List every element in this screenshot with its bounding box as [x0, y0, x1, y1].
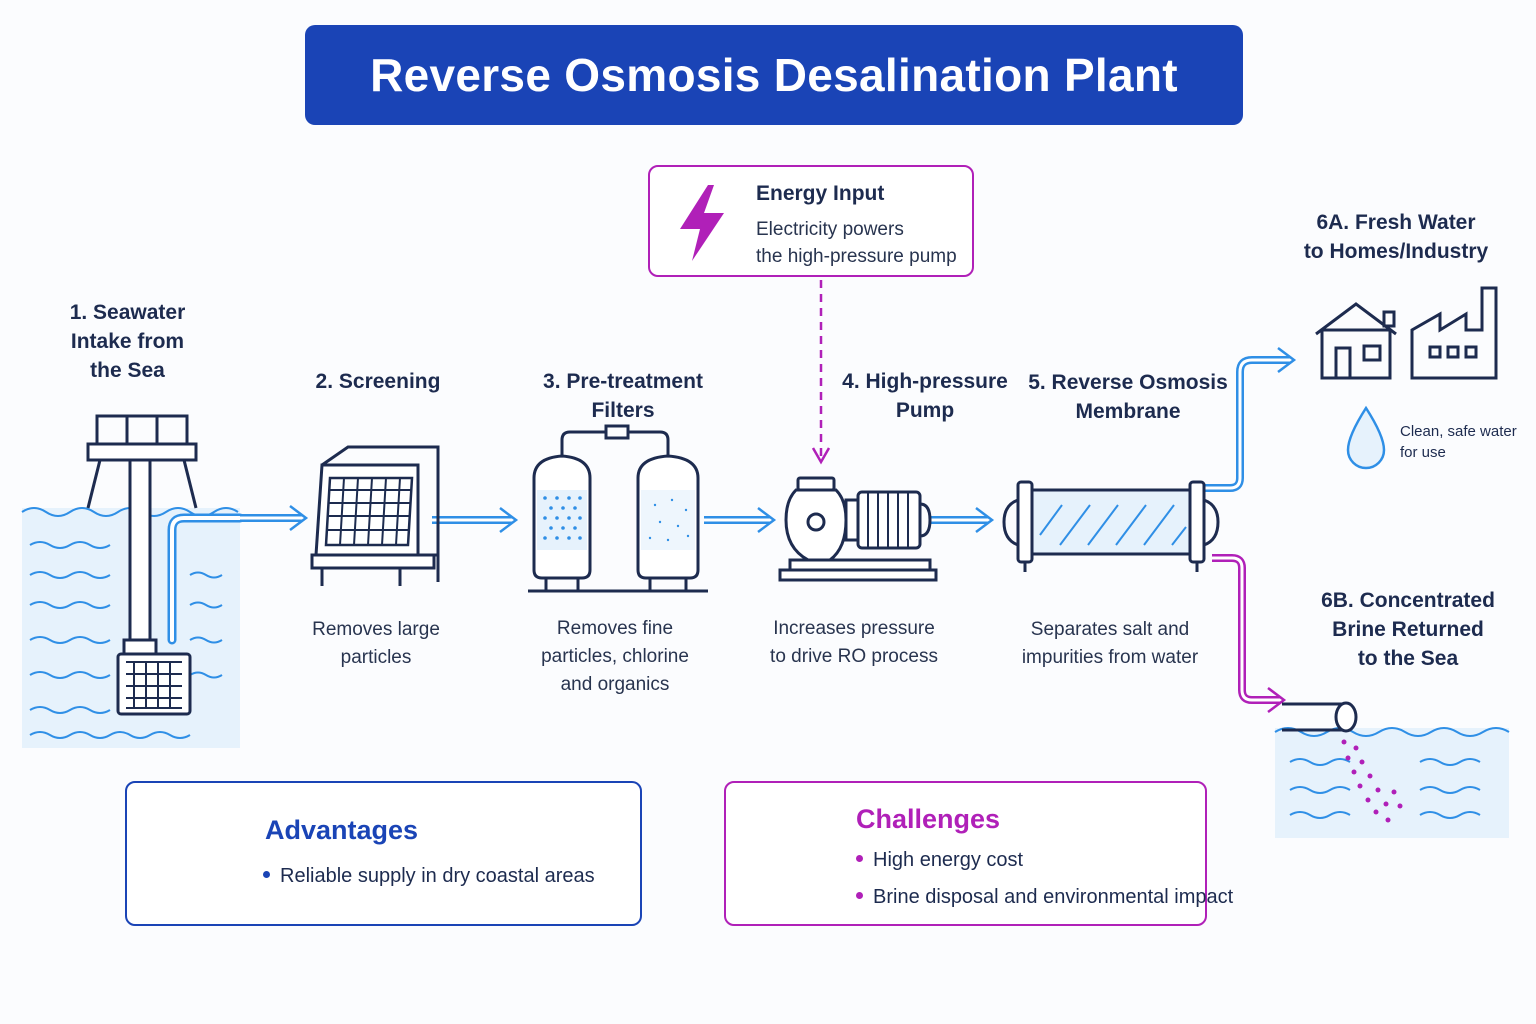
energy-dashed-arrow	[811, 280, 831, 465]
advantage-item-text: Reliable supply in dry coastal areas	[280, 865, 595, 887]
energy-description: Electricity powers the high-pressure pum…	[756, 219, 957, 267]
pretreatment-filters-icon	[528, 424, 708, 593]
step-6b-label: 6B. Concentrated Brine Returned to the S…	[1321, 589, 1495, 670]
challenge-item-text: Brine disposal and environmental impact	[873, 886, 1234, 908]
sea-waves-left	[21, 507, 239, 739]
fresh-water-note: Clean, safe water for use	[1400, 423, 1517, 461]
seawater-intake-illustration	[21, 414, 245, 748]
challenge-item: Brine disposal and environmental impact	[856, 886, 1233, 909]
ro-membrane-icon	[1002, 480, 1220, 572]
brine-outfall-illustration	[1274, 701, 1510, 838]
screening-icon	[310, 445, 440, 586]
step-2-label: 2. Screening	[315, 370, 441, 393]
advantage-item: Reliable supply in dry coastal areas	[263, 865, 595, 888]
step-5-label: 5. Reverse Osmosis Membrane	[1028, 371, 1228, 423]
bullet-dot	[856, 855, 863, 863]
step-3-label: 3. Pre-treatment Filters	[543, 370, 703, 422]
advantages-title: Advantages	[265, 815, 419, 845]
flow-arrow-membrane-to-brine	[1212, 554, 1287, 713]
step-4-label: 4. High-pressure Pump	[842, 370, 1008, 422]
flow-arrow-filters-to-pump	[704, 507, 777, 533]
page-title: Reverse Osmosis Desalination Plant	[370, 49, 1178, 101]
high-pressure-pump-icon	[778, 476, 938, 582]
energy-input-box: Energy Input Electricity powers the high…	[648, 165, 974, 277]
brine-particles	[1341, 739, 1403, 823]
step-6a-label: 6A. Fresh Water to Homes/Industry	[1303, 211, 1489, 263]
bullet-dot	[263, 871, 270, 879]
challenge-item: High energy cost	[856, 849, 1023, 872]
challenge-item-text: High energy cost	[873, 849, 1024, 871]
flow-arrow-intake-to-screening	[240, 505, 309, 531]
step-4-description: Increases pressure to drive RO process	[770, 618, 938, 667]
flow-arrow-membrane-to-fresh-water	[1205, 347, 1297, 492]
step-1-label: 1. Seawater Intake from the Sea	[69, 301, 186, 382]
house-icon	[1315, 302, 1397, 380]
step-3-description: Removes fine particles, chlorine and org…	[541, 618, 689, 695]
filter-media-dots	[543, 496, 690, 542]
flow-arrow-pump-to-membrane	[930, 507, 995, 533]
step-2-description: Removes large particles	[312, 619, 440, 668]
step-5-description: Separates salt and impurities from water	[1021, 619, 1199, 668]
energy-title: Energy Input	[756, 182, 885, 205]
water-drop-icon	[1346, 405, 1386, 470]
title-banner: Reverse Osmosis Desalination Plant	[305, 25, 1243, 125]
flow-arrow-screening-to-filters	[432, 507, 519, 533]
lightning-icon	[680, 185, 724, 261]
advantages-panel: Advantages Reliable supply in dry coasta…	[125, 781, 642, 926]
challenges-title: Challenges	[856, 804, 1001, 834]
bullet-dot	[856, 892, 863, 900]
factory-icon	[1410, 286, 1498, 380]
flow-arrows	[240, 280, 1297, 713]
challenges-panel: Challenges High energy cost Brine dispos…	[724, 781, 1233, 926]
